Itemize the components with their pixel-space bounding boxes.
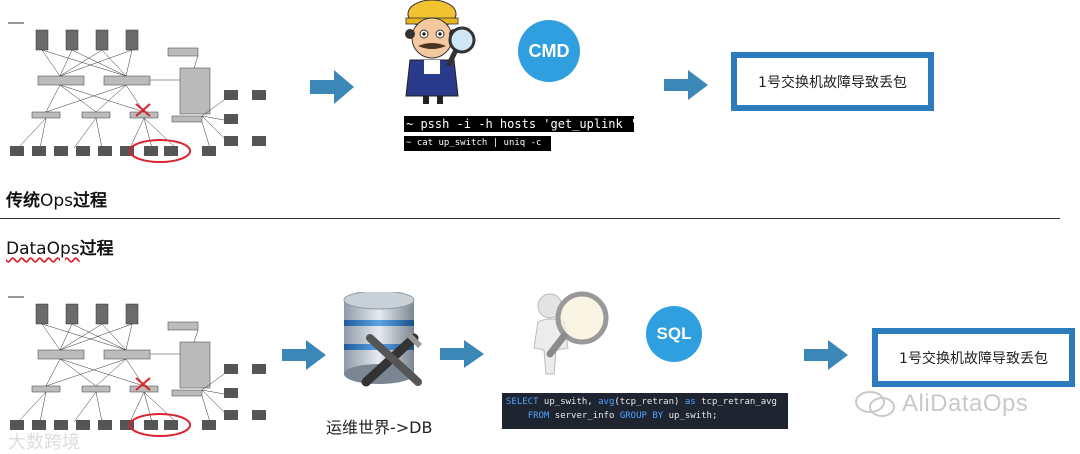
engineer-with-magnifier-icon bbox=[396, 0, 480, 104]
flow-arrow-5 bbox=[804, 340, 848, 370]
title-dataops-part-b: 过程 bbox=[79, 239, 114, 259]
sql-kw-groupby: GROUP BY bbox=[619, 411, 664, 421]
flow-arrow-2 bbox=[664, 70, 708, 100]
db-caption: 运维世界->DB bbox=[326, 418, 433, 437]
person-with-magnifier-icon bbox=[520, 282, 620, 382]
terminal-command-2: ~ cat up_switch | uniq -c bbox=[404, 136, 551, 151]
wechat-icon bbox=[854, 390, 896, 418]
result-box-traditional: 1号交换机故障导致丢包 bbox=[731, 52, 934, 111]
sql-line1-mid: (tcp_retran) bbox=[614, 397, 685, 407]
sql-badge: SQL bbox=[646, 306, 702, 362]
title-traditional-part-b: Ops bbox=[40, 191, 74, 211]
watermark-brand: AliDataOps bbox=[902, 390, 1029, 417]
flow-arrow-4 bbox=[440, 340, 484, 368]
sql-line2-end: up_swith; bbox=[663, 411, 718, 421]
database-tools-icon bbox=[336, 290, 432, 390]
result-box-dataops: 1号交换机故障导致丢包 bbox=[872, 328, 1075, 387]
watermark-cn: 大数跨境 bbox=[8, 432, 80, 453]
sql-kw-select: SELECT bbox=[506, 397, 539, 407]
sql-query-box: SELECT up_swith, avg(tcp_retran) as tcp_… bbox=[502, 393, 788, 429]
sql-line2-mid: server_info bbox=[549, 411, 620, 421]
title-traditional-part-a: 传统 bbox=[6, 191, 40, 211]
sql-kw-from: FROM bbox=[527, 411, 550, 421]
sql-kw-as: as bbox=[684, 397, 696, 407]
terminal-command-1: ~ pssh -i -h hosts 'get_uplink ' bbox=[404, 116, 638, 132]
sql-line1-rest: up_swith, bbox=[538, 397, 599, 407]
sql-line1-end: tcp_retran_avg bbox=[695, 397, 777, 407]
network-topology-icon bbox=[4, 20, 276, 166]
flow-arrow-3 bbox=[282, 340, 326, 370]
section-title-traditional: 传统Ops过程 bbox=[6, 186, 107, 211]
title-traditional-part-c: 过程 bbox=[73, 191, 108, 211]
section-title-dataops: DataOps过程 bbox=[6, 234, 114, 259]
sql-kw-avg: avg bbox=[598, 397, 615, 407]
flow-arrow-1 bbox=[310, 70, 354, 104]
title-dataops-part-a: DataOps bbox=[6, 239, 80, 259]
network-topology-icon-dataops bbox=[4, 294, 276, 440]
cmd-badge: CMD bbox=[518, 20, 580, 82]
section-divider bbox=[0, 218, 1060, 219]
